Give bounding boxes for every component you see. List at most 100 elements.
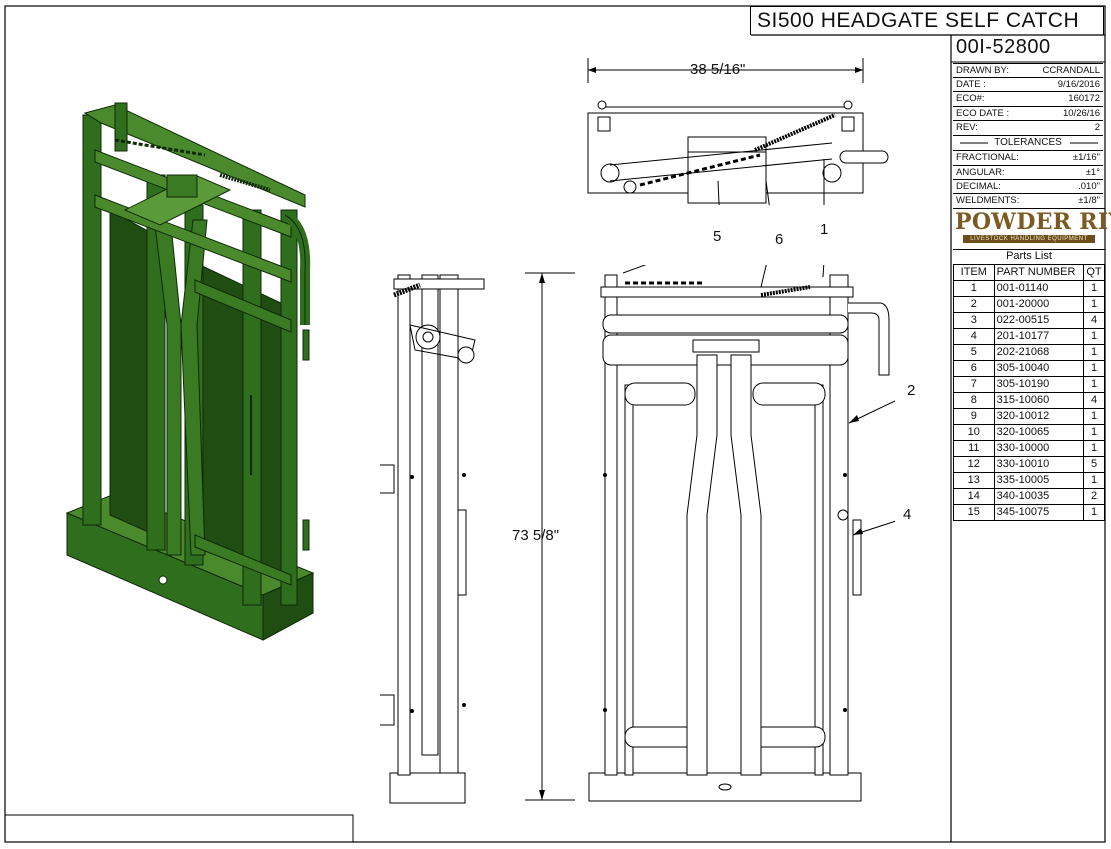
part-quantity: 1 — [1083, 376, 1105, 393]
part-item-number: 13 — [953, 472, 995, 489]
balloon-4: 4 — [903, 506, 912, 523]
part-number: 335-10005 — [993, 472, 1085, 489]
tolerance-row: FRACTIONAL: ±1/16" — [953, 150, 1103, 164]
title-block-row: DATE : 9/16/2016 — [953, 77, 1103, 91]
part-number: 320-10012 — [993, 408, 1085, 425]
logo-name: POWDER RIVER — [955, 209, 1111, 235]
title-block-row: ECO#: 160172 — [953, 91, 1103, 105]
part-item-number: 4 — [953, 328, 995, 345]
title-block-label: ECO#: — [956, 93, 985, 104]
part-quantity: 5 — [1083, 456, 1105, 473]
part-item-number: 8 — [953, 392, 995, 409]
tolerance-label: WELDMENTS: — [956, 195, 1020, 206]
part-item-number: 12 — [953, 456, 995, 473]
title-block-value: 10/26/16 — [1063, 108, 1100, 119]
part-quantity: 1 — [1083, 424, 1105, 441]
drawing-title: SI500 HEADGATE SELF CATCH — [750, 6, 1104, 35]
part-number: 315-10060 — [993, 392, 1085, 409]
part-item-number: 15 — [953, 504, 995, 521]
part-number: 330-10010 — [993, 456, 1085, 473]
title-block-value: 160172 — [1068, 93, 1100, 104]
part-quantity: 1 — [1083, 280, 1105, 297]
part-item-number: 3 — [953, 312, 995, 329]
part-item-number: 2 — [953, 296, 995, 313]
side-view — [380, 274, 485, 804]
height-dimension-label: 73 5/8" — [512, 527, 560, 544]
parts-list-header-row: ITEM PART NUMBER QT — [953, 264, 1105, 281]
tolerance-value: ±1/16" — [1072, 152, 1100, 163]
title-block-value: CCRANDALL — [1042, 65, 1100, 76]
part-quantity: 1 — [1083, 472, 1105, 489]
tolerance-label: ANGULAR: — [956, 167, 1005, 178]
part-item-number: 7 — [953, 376, 995, 393]
balloon-2: 2 — [907, 382, 916, 399]
balloon-1: 1 — [820, 221, 829, 238]
tolerance-row: DECIMAL: .010" — [953, 179, 1103, 193]
part-quantity: 4 — [1083, 312, 1105, 329]
part-quantity: 4 — [1083, 392, 1105, 409]
title-block-label: DATE : — [956, 79, 986, 90]
tolerance-row: ANGULAR: ±1° — [953, 165, 1103, 179]
tolerance-value: .010" — [1078, 181, 1100, 192]
tolerance-row: WELDMENTS: ±1/8" — [953, 193, 1103, 207]
front-view — [588, 265, 895, 802]
tolerance-label: DECIMAL: — [956, 181, 1001, 192]
part-number: 330-10000 — [993, 440, 1085, 457]
part-item-number: 6 — [953, 360, 995, 377]
title-block-label: REV: — [956, 122, 978, 133]
part-item-number: 1 — [953, 280, 995, 297]
drawing-number: 00I-52800 — [956, 36, 1051, 58]
tolerances-heading: TOLERANCES — [953, 135, 1103, 150]
part-item-number: 10 — [953, 424, 995, 441]
part-item-number: 9 — [953, 408, 995, 425]
part-quantity: 1 — [1083, 296, 1105, 313]
part-number: 001-20000 — [993, 296, 1085, 313]
balloon-6: 6 — [775, 231, 784, 248]
title-block-label: ECO DATE : — [956, 108, 1010, 119]
part-quantity: 1 — [1083, 408, 1105, 425]
part-number: 201-10177 — [993, 328, 1085, 345]
tolerance-label: FRACTIONAL: — [956, 152, 1019, 163]
height-dimension-line — [525, 272, 575, 801]
part-number: 320-10065 — [993, 424, 1085, 441]
title-block-value: 2 — [1094, 122, 1100, 133]
part-number: 340-10035 — [993, 488, 1085, 505]
tolerance-value: ±1° — [1085, 167, 1100, 178]
part-quantity: 1 — [1083, 328, 1105, 345]
part-number: 345-10075 — [993, 504, 1085, 521]
company-logo: POWDER RIVER LIVESTOCK HANDLING EQUIPMEN… — [953, 208, 1111, 246]
header-part-number: PART NUMBER — [993, 264, 1085, 281]
header-item: ITEM — [953, 264, 995, 281]
part-number: 305-10190 — [993, 376, 1085, 393]
part-number: 202-21068 — [993, 344, 1085, 361]
part-item-number: 5 — [953, 344, 995, 361]
isometric-view — [65, 102, 315, 641]
top-view — [587, 58, 889, 205]
tolerance-value: ±1/8" — [1078, 195, 1100, 206]
width-dimension-label: 38 5/16" — [690, 61, 746, 78]
part-quantity: 1 — [1083, 504, 1105, 521]
parts-list-caption: Parts List — [953, 249, 1105, 264]
part-number: 305-10040 — [993, 360, 1085, 377]
part-quantity: 1 — [1083, 344, 1105, 361]
balloon-5: 5 — [713, 228, 722, 245]
part-quantity: 2 — [1083, 488, 1105, 505]
